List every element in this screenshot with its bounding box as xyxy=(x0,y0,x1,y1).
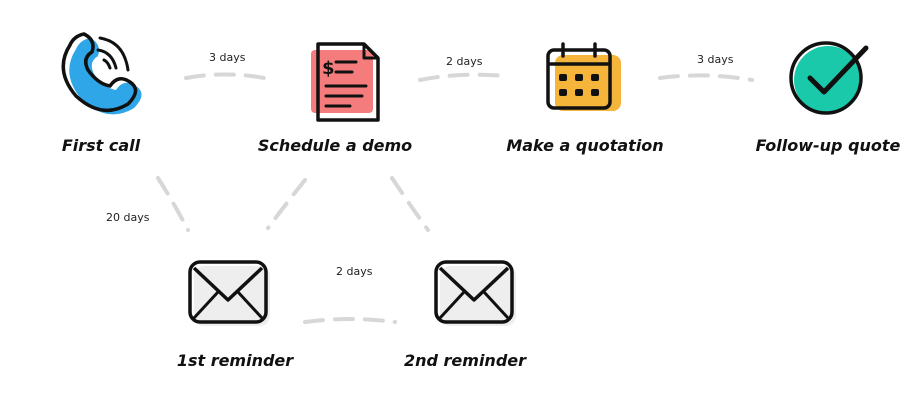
envelope-icon xyxy=(434,260,516,326)
connector-reminder1-reminder2 xyxy=(303,317,397,324)
step-first-reminder: 1st reminder xyxy=(177,351,294,370)
step-schedule-demo: Schedule a demo xyxy=(258,136,412,155)
connector-quote-follow xyxy=(658,73,754,82)
step-follow-up-quote: Follow-up quote xyxy=(756,136,901,155)
checkmark-circle-icon xyxy=(789,41,869,115)
step-first-call: First call xyxy=(62,136,141,155)
step-second-reminder: 2nd reminder xyxy=(404,351,527,370)
step-make-quotation: Make a quotation xyxy=(506,136,663,155)
duration-demo-to-quote: 2 days xyxy=(446,55,483,68)
duration-call-to-demo: 3 days xyxy=(209,51,246,64)
connector-demo-reminder1 xyxy=(266,178,307,230)
invoice-document-icon: $ xyxy=(311,42,380,122)
envelope-icon xyxy=(188,260,270,326)
connector-demo-quote xyxy=(418,72,507,82)
connector-demo-reminder2 xyxy=(390,176,430,232)
svg-text:$: $ xyxy=(322,58,335,79)
duration-reminder-to-reminder: 2 days xyxy=(336,265,373,278)
phone-icon xyxy=(61,32,142,115)
duration-call-to-reminder: 20 days xyxy=(106,211,150,224)
connector-call-reminder1 xyxy=(156,176,190,232)
connector-call-demo xyxy=(184,72,276,82)
duration-quote-to-follow: 3 days xyxy=(697,53,734,66)
calendar-icon xyxy=(546,42,621,111)
